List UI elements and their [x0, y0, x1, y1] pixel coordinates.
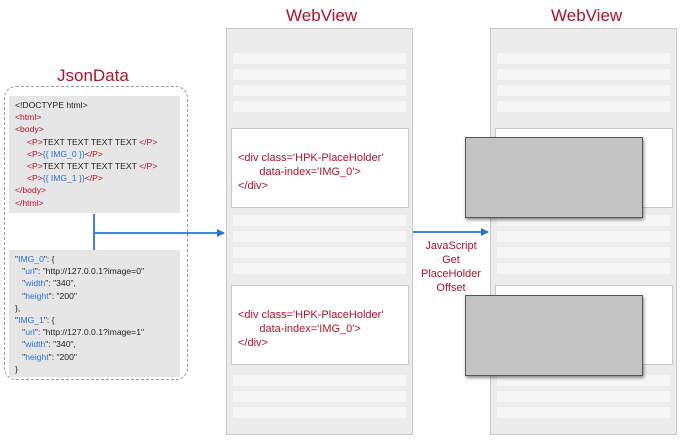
content-line [233, 101, 406, 112]
content-line [497, 215, 670, 226]
webview-right-title: WebView [551, 6, 623, 25]
placeholder-box-1: <div class='HPK-PlaceHolder' data-index=… [231, 128, 409, 208]
content-line [233, 263, 406, 274]
content-line [497, 375, 670, 386]
code-line: <html> [15, 112, 42, 123]
content-line [233, 375, 406, 386]
content-line [233, 407, 406, 418]
code-line: "IMG_0": { [15, 254, 55, 264]
code-line: <P>TEXT TEXT TEXT TEXT </P> [26, 161, 158, 172]
code-line: </body> [15, 185, 47, 196]
caption-line: Offset [436, 282, 466, 294]
content-line [497, 85, 670, 96]
content-line [497, 407, 670, 418]
code-line: "IMG_1": { [15, 315, 55, 326]
caption-line: JavaScript [425, 240, 477, 252]
content-line [233, 231, 406, 242]
content-line [497, 53, 670, 64]
content-line [497, 263, 670, 274]
code-line: "url": "http://127.0.0.1?image=0" [15, 266, 145, 277]
native-image-1 [465, 137, 643, 218]
code-line: "url": "http://127.0.0.1?image=1" [15, 327, 145, 338]
caption-line: PlaceHolder [421, 268, 481, 280]
code-line: </html> [15, 197, 44, 208]
code-line: "height": "200" [15, 351, 77, 362]
content-line [497, 69, 670, 80]
content-line [497, 231, 670, 242]
jsondata-title: JsonData [57, 66, 129, 85]
code-line: <P>{{ IMG_1 }}</P> [26, 173, 103, 184]
webview-left-title: WebView [286, 6, 358, 25]
code-line: <body> [15, 124, 44, 135]
code-line: <!DOCTYPE html> [15, 100, 88, 110]
json-code-block: "IMG_0": { "url": "http://127.0.0.1?imag… [9, 250, 180, 377]
content-line [497, 247, 670, 258]
placeholder-box-2: <div class='HPK-PlaceHolder' data-index=… [231, 285, 409, 365]
content-line [233, 247, 406, 258]
html-code-block: <!DOCTYPE html> <html><body> <P>TEXT TEXT… [9, 96, 180, 213]
content-line [233, 69, 406, 80]
placeholder-code-2: <div class='HPK-PlaceHolder' data-index=… [238, 309, 384, 349]
content-line [233, 391, 406, 402]
placeholder-code-1: <div class='HPK-PlaceHolder' data-index=… [238, 152, 384, 192]
content-line [233, 215, 406, 226]
code-line: "width": "340", [15, 339, 76, 350]
content-line [497, 101, 670, 112]
code-line: <P>TEXT TEXT TEXT TEXT </P> [26, 136, 158, 147]
code-line: <P>{{ IMG_0 }}</P> [26, 148, 103, 159]
content-line [233, 53, 406, 64]
code-line: "width": "340", [15, 278, 76, 289]
caption-line: Get [442, 254, 460, 266]
content-line [233, 85, 406, 96]
code-line: }, [15, 302, 21, 313]
webview-left: <div class='HPK-PlaceHolder' data-index=… [226, 28, 413, 435]
code-line: } [15, 363, 18, 374]
code-line: "height": "200" [15, 290, 77, 301]
content-line [497, 391, 670, 402]
native-image-2 [465, 295, 643, 376]
